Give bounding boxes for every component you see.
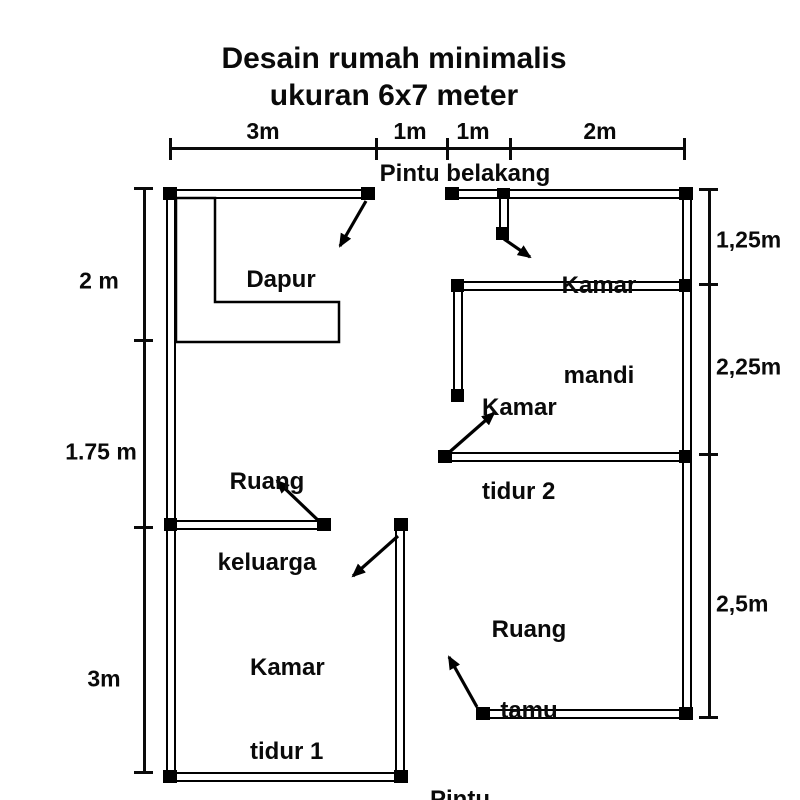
front-door-arrow <box>447 655 479 708</box>
wall-post <box>679 450 692 463</box>
left-dim-label-3m: 3m <box>87 665 121 692</box>
kamar-mandi-line2: mandi <box>563 362 635 389</box>
ruang-keluarga-line1: Ruang <box>229 468 305 495</box>
wall-post <box>164 518 177 531</box>
room-label-dapur: Dapur <box>246 266 316 293</box>
room-label-kamar-tidur-1: Kamar tidur 1 <box>250 598 325 800</box>
ruang-tamu-line2: tamu <box>500 697 558 724</box>
wall-post <box>361 187 375 200</box>
kamar-tidur-2-line2: tidur 2 <box>482 478 556 505</box>
top-dim-tick <box>683 138 686 160</box>
room-label-kamar-tidur-2: Kamar tidur 2 <box>482 338 557 562</box>
wall-post <box>445 187 459 200</box>
wall-post <box>451 389 464 402</box>
top-dim-tick <box>446 138 449 160</box>
right-dim-label-25m: 2,5m <box>716 590 769 617</box>
top-dim-tick <box>509 138 512 160</box>
wall-post <box>394 518 408 531</box>
wall-post <box>496 227 509 240</box>
bedroom2-arrow <box>443 411 496 458</box>
wall-post <box>476 707 490 720</box>
wall-post <box>497 188 510 199</box>
wall-post <box>451 279 464 292</box>
ruang-keluarga-line2: keluarga <box>217 549 317 576</box>
left-dim-label-175m: 1.75 m <box>65 438 137 465</box>
top-dimension-line <box>170 147 686 150</box>
top-dim-label-2m: 2m <box>583 118 617 144</box>
right-dim-tick <box>699 453 718 456</box>
right-dim-tick <box>699 283 718 286</box>
right-dim-label-125m: 1,25m <box>716 226 782 253</box>
front-door-label-line1: Pintu <box>430 786 490 800</box>
room-label-ruang-keluarga: Ruang keluarga <box>218 414 317 630</box>
left-dimension-line <box>143 188 146 774</box>
room-label-ruang-tamu: Ruang tamu <box>492 562 567 778</box>
top-dim-tick <box>375 138 378 160</box>
left-dim-label-2m: 2 m <box>79 267 119 294</box>
kamar-mandi-line1: Kamar <box>561 272 637 299</box>
wall-post <box>163 187 177 200</box>
wall-post <box>679 187 693 200</box>
top-dim-label-1m-a: 1m <box>393 118 427 144</box>
top-dim-label-3m: 3m <box>246 118 280 144</box>
top-dim-label-1m-b: 1m <box>456 118 490 144</box>
top-dim-tick <box>169 138 172 160</box>
wall-post <box>163 770 177 783</box>
left-dim-endbar <box>134 771 153 774</box>
page-title-line2: ukuran 6x7 meter <box>269 79 519 112</box>
right-dim-label-225m: 2,25m <box>716 353 782 380</box>
family-room-arrow <box>275 479 324 526</box>
bathroom-arrow <box>503 237 532 259</box>
left-dim-tick <box>134 526 153 529</box>
right-dim-endbar <box>699 716 718 719</box>
kitchen-counter <box>174 196 341 344</box>
left-dim-endbar <box>134 187 153 190</box>
front-door-label: Pintu depan <box>425 727 496 800</box>
page-title: Desain rumah minimalis ukuran 6x7 meter <box>221 40 566 114</box>
room-label-kamar-mandi: Kamar mandi <box>562 211 637 451</box>
kamar-tidur-2-line1: Kamar <box>482 394 557 421</box>
wall-post <box>394 770 408 783</box>
page-title-line1: Desain rumah minimalis <box>221 42 567 75</box>
kamar-tidur-1-line2: tidur 1 <box>250 738 324 765</box>
wall-post <box>679 707 693 720</box>
ruang-tamu-line1: Ruang <box>491 616 567 643</box>
back-door-label: Pintu belakang <box>379 160 551 187</box>
kamar-tidur-1-line1: Kamar <box>250 654 325 681</box>
wall-post <box>679 279 692 292</box>
left-dim-tick <box>134 339 153 342</box>
back-door-arrow <box>338 200 368 248</box>
bedroom1-arrow <box>351 534 400 578</box>
right-dim-endbar <box>699 188 718 191</box>
